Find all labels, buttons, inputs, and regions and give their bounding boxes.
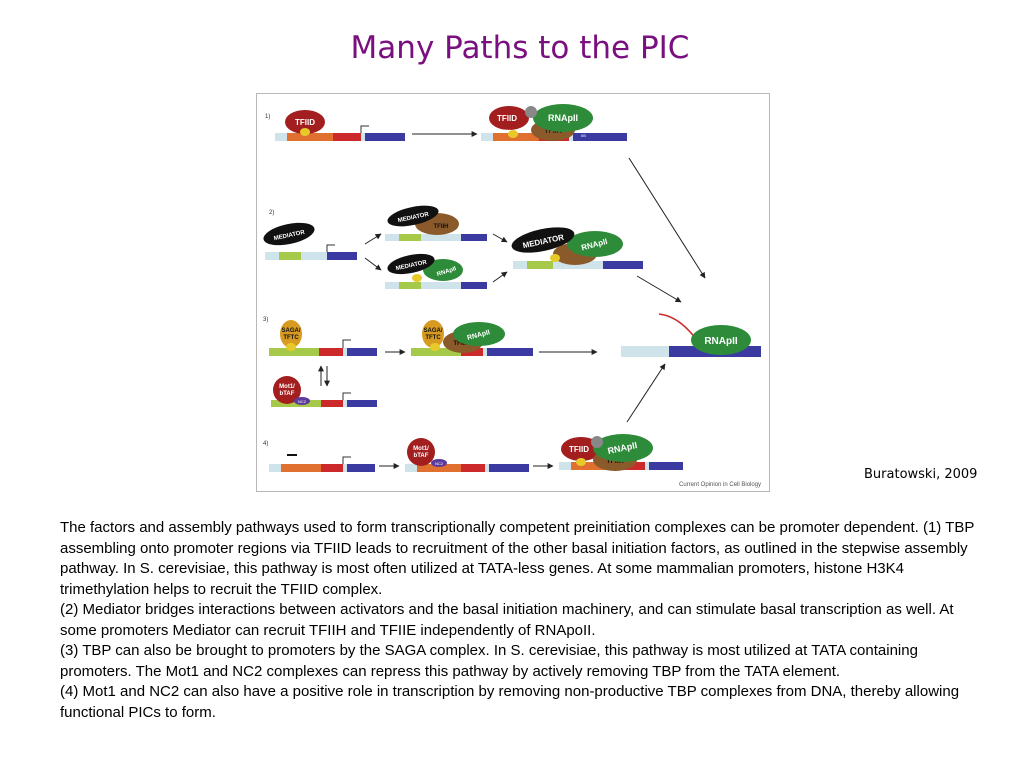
saga-pic-complex: TFIIH RNApII SAGA/ TFTC xyxy=(422,320,505,353)
tfiid-label: TFIID xyxy=(295,118,315,127)
rnapii-label: RNApII xyxy=(548,113,578,123)
promoter-dna-row3 xyxy=(269,339,377,356)
panel-label-2: 2) xyxy=(269,210,274,216)
saga-label: SAGA/ xyxy=(281,328,300,334)
caption-paragraph-2: (2) Mediator bridges interactions betwee… xyxy=(60,601,954,639)
mediator-complex-row2: MEDIATOR xyxy=(263,222,315,246)
promoter-dna-row3-mid xyxy=(411,348,533,356)
promoter-dna-row2-right xyxy=(513,261,643,269)
panel-label-3: 3) xyxy=(263,317,268,323)
promoter-dna-row2 xyxy=(265,244,357,260)
svg-text:bTAF: bTAF xyxy=(414,453,429,459)
promoter-dna-row2a xyxy=(385,234,487,241)
mediator-pic-complex: RNApII MEDIATOR xyxy=(511,227,623,265)
promoter-dna-row4-mid xyxy=(405,464,529,472)
citation: Buratowski, 2009 xyxy=(864,467,978,482)
final-elongation-complex: RNApII xyxy=(621,313,761,357)
svg-text:TFTC: TFTC xyxy=(283,335,299,341)
panel-label-1: 1) xyxy=(265,114,270,120)
svg-text:TFIID: TFIID xyxy=(497,114,517,123)
figure-credit: Current Opinion in Cell Biology xyxy=(679,482,761,488)
panel-label-4: 4) xyxy=(263,441,268,447)
mot1-label: Mot1/ xyxy=(279,384,295,390)
svg-text:TFIIH: TFIIH xyxy=(454,341,469,347)
caption-paragraph-4: (4) Mot1 and NC2 can also have a positiv… xyxy=(60,683,960,721)
saga-complex-row3: SAGA/ TFTC xyxy=(280,320,302,351)
svg-text:TFIIH: TFIIH xyxy=(434,224,449,230)
caption-paragraph-1: The factors and assembly pathways used t… xyxy=(60,519,975,598)
svg-text:RNApII: RNApII xyxy=(436,266,457,278)
tfiid-complex-row1: TFIID xyxy=(285,110,325,136)
promoter-dna-row1 xyxy=(275,125,405,141)
svg-text:TFTC: TFTC xyxy=(425,335,441,341)
promoter-dna-row2b xyxy=(385,282,487,289)
svg-text:SAGA/: SAGA/ xyxy=(423,328,442,334)
mediator-tfiih-complex: TFIIH MEDIATOR xyxy=(387,205,459,235)
svg-text:RNApII: RNApII xyxy=(704,336,738,347)
mot1-complex-row4: Mot1/ bTAF NC2 xyxy=(407,438,447,467)
promoter-dna-row4 xyxy=(269,454,375,472)
svg-text:TFIID: TFIID xyxy=(569,445,589,454)
pic-complex-row1: TFIID TFIIH RNApII TFIIA IIB xyxy=(489,104,593,141)
svg-text:TFIIH: TFIIH xyxy=(544,128,562,135)
svg-text:Mot1/: Mot1/ xyxy=(413,446,429,452)
mot1-complex-row3: Mot1/ bTAF NC2 xyxy=(273,376,310,405)
svg-text:bTAF: bTAF xyxy=(280,391,295,397)
svg-text:TFIIA: TFIIA xyxy=(501,128,511,133)
caption-paragraph-3: (3) TBP can also be brought to promoters… xyxy=(60,642,918,680)
pic-complex-row4: TFIID TFIIH RNApII xyxy=(561,434,653,471)
pic-assembly-figure: 1) 2) 3) 4) TFIID TFIID xyxy=(256,93,770,492)
svg-text:NC2: NC2 xyxy=(435,461,444,466)
nc2-label: NC2 xyxy=(298,399,307,404)
mediator-rnapii-complex: RNApII MEDIATOR xyxy=(387,253,463,282)
svg-text:TFIIH: TFIIH xyxy=(606,458,624,465)
caption-text: The factors and assembly pathways used t… xyxy=(60,518,975,723)
svg-text:IIB: IIB xyxy=(581,133,586,138)
page-title: Many Paths to the PIC xyxy=(350,30,690,66)
